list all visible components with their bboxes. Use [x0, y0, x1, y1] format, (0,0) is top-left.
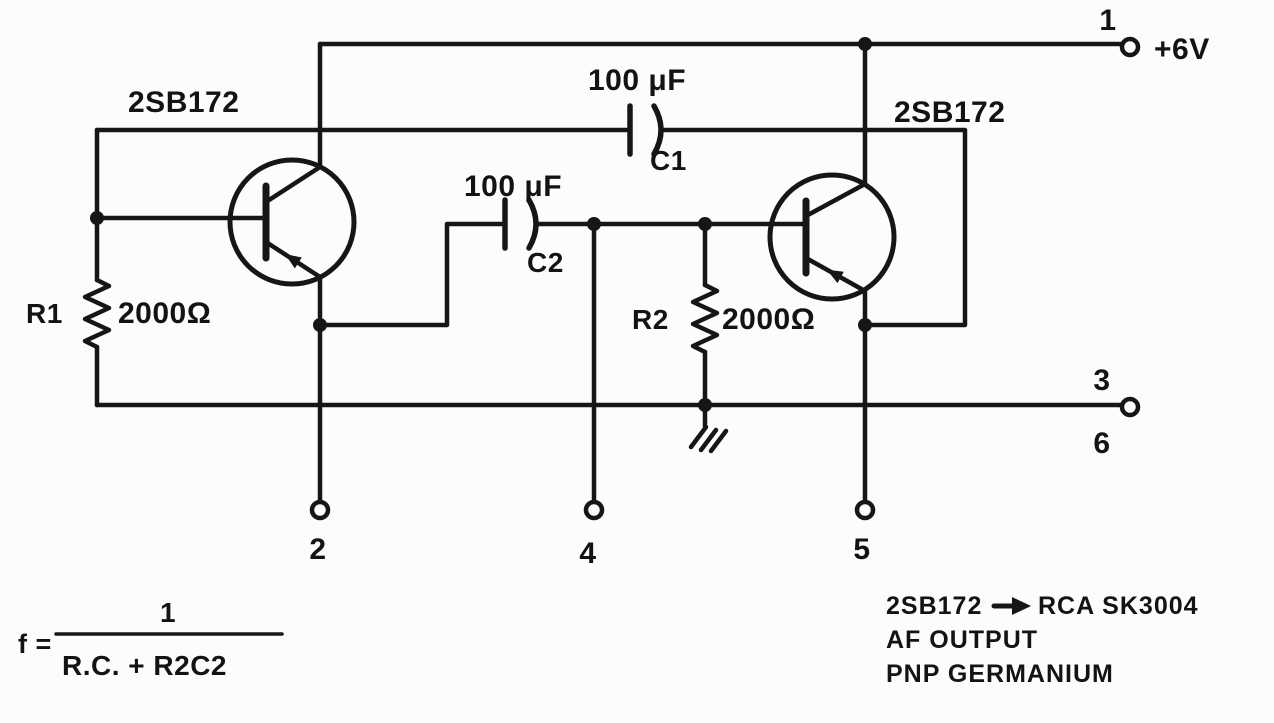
arrow-right-icon: [991, 597, 1031, 615]
q1-emitter-lead: [263, 239, 323, 505]
terminal-4-label: 4: [579, 537, 596, 570]
c2-plate-curved: [526, 197, 539, 251]
terminal-3-label: 3: [1093, 364, 1110, 397]
junction-dots: [90, 37, 872, 412]
frequency-formula: f = 1 R.C. + R2C2: [18, 597, 284, 681]
junction-dot-r2-bottom: [698, 398, 712, 412]
r2-name-label: R2: [632, 304, 669, 335]
arrow-head: [1012, 597, 1031, 615]
q2-label: 2SB172: [894, 96, 1005, 129]
ground-hatch-1: [688, 424, 709, 450]
c1-value-label: 100 μF: [588, 64, 686, 97]
q1-label: 2SB172: [128, 86, 239, 119]
resistor-r2-zigzag: [690, 282, 720, 355]
junction-dot-c2-out: [587, 217, 601, 231]
c2-value-label: 100 μF: [464, 170, 562, 203]
terminal-1-label: 1: [1099, 4, 1116, 37]
note-line2-label: AF OUTPUT: [886, 626, 1038, 654]
supply-label: +6V: [1154, 33, 1210, 66]
terminal-2-label: 2: [309, 533, 326, 566]
junction-dot-q1-emitter: [313, 318, 327, 332]
c1-name-label: C1: [650, 145, 687, 176]
terminal-5-label: 5: [853, 533, 870, 566]
junction-dot-q2-emitter: [858, 318, 872, 332]
resistor-r1-zigzag: [82, 277, 112, 350]
terminal-4-node: [583, 499, 605, 521]
q1-collector-lead: [263, 41, 323, 205]
labels: 2SB172 2SB172 100 μF C1 100 μF C2 R1 200…: [26, 4, 1210, 570]
r1-name-label: R1: [26, 298, 63, 329]
transistor-q2: [767, 41, 897, 505]
terminal-1-node: [1119, 36, 1141, 58]
q1-body-circle: [227, 157, 357, 287]
capacitor-c2: [502, 197, 539, 251]
note-line3-label: PNP GERMANIUM: [886, 660, 1114, 688]
formula-lhs: f =: [18, 629, 52, 659]
ground-hatch-2: [698, 427, 719, 453]
wire-c1-right-return: [658, 127, 968, 328]
c1-plate-curved: [651, 103, 664, 157]
r1-value-label: 2000Ω: [118, 297, 211, 330]
formula-denominator: R.C. + R2C2: [62, 650, 227, 681]
junction-dot-r2-top: [698, 217, 712, 231]
note-part-label: 2SB172: [886, 592, 982, 620]
terminal-3-6-node: [1119, 396, 1141, 418]
q2-pnp-arrow-icon: [826, 269, 844, 284]
terminal-6-label: 6: [1093, 427, 1110, 460]
terminal-nodes: [309, 36, 1141, 521]
ground-symbol: [688, 406, 729, 454]
formula-numerator: 1: [160, 597, 176, 628]
notes-block: 2SB172 RCA SK3004 AF OUTPUT PNP GERMANIU…: [886, 592, 1199, 688]
transistor-q1: [227, 41, 357, 505]
q1-pnp-arrow-icon: [285, 254, 302, 269]
capacitor-c1: [627, 103, 664, 157]
terminal-2-node: [309, 499, 331, 521]
q2-collector-lead: [803, 41, 868, 219]
c2-name-label: C2: [527, 247, 564, 278]
wire-c2-left-branch: [317, 221, 508, 328]
q2-emitter-lead: [803, 255, 868, 505]
note-equivalent-label: RCA SK3004: [1038, 592, 1199, 620]
terminal-5-node: [854, 499, 876, 521]
r2-value-label: 2000Ω: [722, 303, 815, 336]
junction-dot-q1-base: [90, 211, 104, 225]
q2-body-circle: [767, 172, 897, 302]
junction-dot-top-rail: [858, 37, 872, 51]
wires: [94, 41, 1125, 505]
ground-hatch-3: [708, 428, 729, 454]
